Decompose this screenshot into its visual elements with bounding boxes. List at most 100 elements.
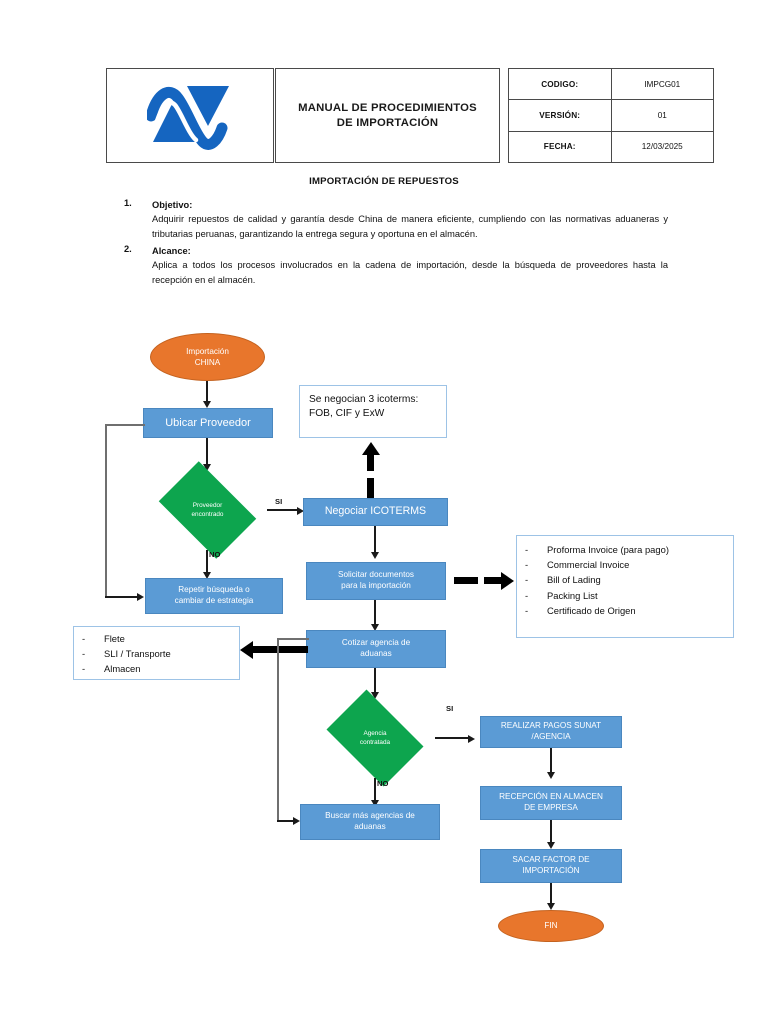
note-costos-agencia: Flete SLI / Transporte Almacen bbox=[73, 626, 240, 680]
manual-title-cell: MANUAL DE PROCEDIMIENTOS DE IMPORTACIÓN bbox=[275, 68, 500, 163]
note-documentos-importacion: Proforma Invoice (para pago) Commercial … bbox=[516, 535, 734, 638]
flow-node-recepcion-almacen[interactable]: RECEPCIÓN EN ALMACEN DE EMPRESA bbox=[480, 786, 622, 820]
arrowhead-negociar-to-solicitar bbox=[370, 552, 379, 559]
flow-node-decision-agencia-contratada[interactable]: Agencia contratada bbox=[318, 689, 432, 787]
edge-loop-cotizar-horizontal-top bbox=[277, 638, 309, 640]
cotizar-label-line2: aduanas bbox=[360, 649, 392, 658]
document-header-table: MANUAL DE PROCEDIMIENTOS DE IMPORTACIÓN … bbox=[106, 68, 714, 163]
edge-negociar-to-note-seg1 bbox=[367, 478, 374, 498]
arrowhead-ubicar-to-decision bbox=[202, 464, 211, 471]
note-documentos-item: Packing List bbox=[525, 588, 729, 603]
arrowhead-loop-into-buscar bbox=[293, 817, 300, 825]
edge-ubicar-to-decision bbox=[206, 438, 208, 466]
arrowhead-proveedor-si bbox=[297, 506, 304, 515]
edge-loop-ubicar-horizontal-top bbox=[105, 424, 145, 426]
note-costos-item: SLI / Transporte bbox=[82, 646, 235, 661]
arrowhead-pagos-to-recepcion bbox=[546, 772, 555, 779]
section-number-1: 1. bbox=[124, 198, 132, 208]
flow-node-fin[interactable]: FIN bbox=[498, 910, 604, 942]
company-logo-av-monogram-icon bbox=[147, 78, 233, 154]
edge-label-agencia-si: SI bbox=[446, 704, 454, 713]
ubicar-proveedor-label: Ubicar Proveedor bbox=[165, 416, 251, 429]
edge-factor-to-fin bbox=[550, 883, 552, 905]
start-label-line2: CHINA bbox=[194, 358, 221, 367]
edge-loop-ubicar-vertical bbox=[105, 424, 107, 597]
decision-agencia-line2: contratada bbox=[359, 739, 391, 746]
sacar-factor-line2: IMPORTACIÓN bbox=[522, 866, 580, 875]
arrowhead-factor-to-fin bbox=[546, 903, 555, 910]
edge-cotizar-to-costos bbox=[253, 646, 308, 653]
flow-node-repetir-busqueda[interactable]: Repetir búsqueda o cambiar de estrategia bbox=[145, 578, 283, 614]
edge-label-proveedor-si: SI bbox=[275, 497, 283, 506]
edge-cotizar-to-decision bbox=[374, 668, 376, 694]
flow-node-decision-proveedor-encontrado[interactable]: Proveedor encontrado bbox=[150, 461, 265, 559]
arrowhead-solicitar-to-docs bbox=[501, 571, 514, 590]
flow-node-cotizar-agencia[interactable]: Cotizar agencia de aduanas bbox=[306, 630, 446, 668]
section-objetivo: 1. Objetivo: Adquirir repuestos de calid… bbox=[124, 198, 670, 243]
manual-title-line1: MANUAL DE PROCEDIMIENTOS bbox=[298, 101, 477, 114]
arrowhead-start-to-ubicar bbox=[202, 401, 211, 408]
flow-node-ubicar-proveedor[interactable]: Ubicar Proveedor bbox=[143, 408, 273, 438]
repetir-label-line1: Repetir búsqueda o bbox=[178, 585, 250, 595]
meta-key-fecha: FECHA: bbox=[509, 131, 612, 162]
section-text-alcance: Aplica a todos los procesos involucrados… bbox=[152, 259, 668, 285]
page-title: IMPORTACIÓN DE REPUESTOS bbox=[309, 176, 459, 187]
start-label-line1: Importación bbox=[186, 346, 229, 356]
edge-proveedor-si bbox=[267, 509, 299, 511]
flow-node-solicitar-documentos[interactable]: Solicitar documentos para la importación bbox=[306, 562, 446, 600]
manual-title-line2: DE IMPORTACIÓN bbox=[336, 116, 439, 129]
solicitar-label-line1: Solicitar documentos bbox=[338, 570, 414, 580]
sacar-factor-line1: SACAR FACTOR DE bbox=[512, 855, 590, 865]
arrowhead-proveedor-no bbox=[202, 572, 211, 579]
arrowhead-recepcion-to-factor bbox=[546, 842, 555, 849]
arrowhead-cotizar-to-costos bbox=[240, 640, 253, 659]
note-costos-item: Flete bbox=[82, 631, 235, 646]
arrowhead-negociar-to-note bbox=[361, 442, 380, 455]
buscar-agencias-line2: aduanas bbox=[354, 822, 386, 831]
realizar-pagos-line1: REALIZAR PAGOS SUNAT bbox=[500, 721, 602, 731]
edge-proveedor-no bbox=[206, 550, 208, 574]
recepcion-almacen-line1: RECEPCIÓN EN ALMACEN bbox=[499, 792, 603, 802]
repetir-label-line2: cambiar de estrategia bbox=[174, 596, 254, 605]
edge-solicitar-to-docs-seg2 bbox=[484, 577, 503, 584]
edge-label-proveedor-no: NO bbox=[209, 550, 221, 559]
arrowhead-agencia-si bbox=[468, 734, 475, 743]
document-body: 1. Objetivo: Adquirir repuestos de calid… bbox=[124, 198, 670, 289]
meta-value-codigo: IMPCG01 bbox=[644, 79, 681, 89]
edge-loop-cotizar-vertical bbox=[277, 638, 279, 821]
flow-node-negociar-icoterms[interactable]: Negociar ICOTERMS bbox=[303, 498, 448, 526]
meta-key-version: VERSIÓN: bbox=[509, 100, 612, 131]
meta-row-version: VERSIÓN: 01 bbox=[509, 100, 713, 132]
section-text-objetivo: Adquirir repuestos de calidad y garantía… bbox=[152, 214, 668, 240]
fin-label: FIN bbox=[544, 921, 558, 931]
edge-loop-cotizar-horizontal-bottom bbox=[277, 820, 295, 822]
flow-node-sacar-factor-importacion[interactable]: SACAR FACTOR DE IMPORTACIÓN bbox=[480, 849, 622, 883]
recepcion-almacen-line2: DE EMPRESA bbox=[524, 803, 578, 812]
section-heading-objetivo: Objetivo: bbox=[152, 200, 193, 210]
flow-node-realizar-pagos-sunat[interactable]: REALIZAR PAGOS SUNAT /AGENCIA bbox=[480, 716, 622, 748]
section-alcance: 2. Alcance: Aplica a todos los procesos … bbox=[124, 244, 670, 289]
note-documentos-item: Proforma Invoice (para pago) bbox=[525, 542, 729, 557]
edge-label-agencia-no: NO bbox=[377, 779, 389, 788]
edge-negociar-to-note-seg2 bbox=[367, 455, 374, 471]
edge-start-to-ubicar bbox=[206, 381, 208, 403]
arrowhead-loop-into-repetir bbox=[137, 593, 144, 601]
arrowhead-cotizar-to-decision bbox=[370, 692, 379, 699]
note-icoterms-line1: Se negocian 3 icoterms: bbox=[309, 394, 419, 405]
note-documentos-list: Proforma Invoice (para pago) Commercial … bbox=[517, 536, 733, 624]
decision-proveedor-line2: encontrado bbox=[191, 511, 224, 518]
flow-node-start-importacion-china[interactable]: Importación CHINA bbox=[150, 333, 265, 381]
edge-pagos-to-recepcion bbox=[550, 748, 552, 774]
meta-key-codigo: CODIGO: bbox=[509, 69, 612, 100]
edge-negociar-to-solicitar bbox=[374, 526, 376, 554]
meta-value-fecha: 12/03/2025 bbox=[641, 142, 683, 152]
note-documentos-item: Bill of Lading bbox=[525, 572, 729, 587]
decision-proveedor-line1: Proveedor bbox=[192, 501, 223, 509]
arrowhead-solicitar-to-cotizar bbox=[370, 624, 379, 631]
note-documentos-item: Certificado de Origen bbox=[525, 603, 729, 618]
meta-row-fecha: FECHA: 12/03/2025 bbox=[509, 131, 713, 162]
flow-node-buscar-mas-agencias[interactable]: Buscar más agencias de aduanas bbox=[300, 804, 440, 840]
realizar-pagos-line2: /AGENCIA bbox=[531, 732, 571, 741]
